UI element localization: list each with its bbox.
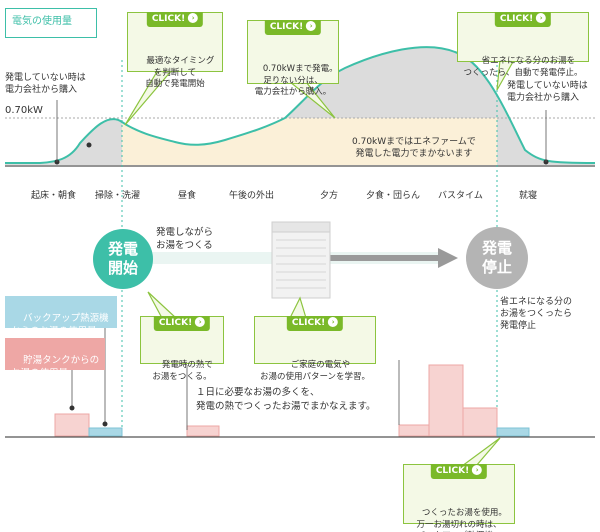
click-button-5[interactable]: CLICK!›: [286, 316, 344, 331]
tank-bar-lunch: [186, 425, 220, 437]
callout-heat-water[interactable]: CLICK!› 発電時の熱で お湯をつくる。: [140, 316, 224, 382]
arrow-icon: ›: [195, 317, 206, 327]
tank-bar-bath: [428, 364, 464, 437]
legend-backup-heater: バックアップ熱源機 からのお湯の使用量: [5, 296, 117, 337]
timeline-bath: バスタイム: [438, 191, 483, 201]
callout-learn-pattern[interactable]: CLICK!› ご家庭の電気や お湯の使用パターンを学習。: [254, 316, 376, 382]
callout-generate-070-text: 0.70kWまで発電。 足りない分は、 電力会社から購入。: [254, 64, 338, 97]
fuel-cell-unit: [271, 221, 331, 299]
timeline-cleaning: 掃除・洗濯: [95, 191, 141, 201]
legend-tank-dot: [69, 405, 75, 411]
callout-tail-6: [460, 437, 501, 467]
click-button-4[interactable]: CLICK!›: [153, 316, 211, 331]
callout-generate-070[interactable]: CLICK!› 0.70kWまで発電。 足りない分は、 電力会社から購入。: [247, 20, 339, 97]
arrow-icon: ›: [306, 21, 317, 31]
timeline-dinner: 夕食・団らん: [366, 191, 421, 201]
backup-bar-morning: [88, 427, 123, 437]
tank-bar-late: [462, 407, 498, 437]
callout-auto-stop[interactable]: CLICK!› 省エネになる分のお湯を つくったら、自動で発電停止。: [457, 12, 589, 78]
legend-backup-heater-label: バックアップ熱源機 からのお湯の使用量: [11, 313, 109, 337]
timeline-lunch: 昼食: [178, 191, 197, 201]
callout-tail-5: [289, 296, 307, 319]
backup-bar-night: [496, 427, 530, 437]
generation-start-label: 発電 開始: [107, 240, 138, 277]
tank-bar-evening: [398, 424, 430, 437]
threshold-label: 0.70kW: [5, 105, 43, 116]
daily-water-note: １日に必要なお湯の多くを、 発電の熱でつくったお湯でまかなえます。: [196, 387, 376, 412]
generation-stop-circle: 発電 停止: [466, 227, 528, 289]
timeline-afternoon-out: 午後の外出: [229, 191, 275, 201]
callout-use-water-text: つくったお湯を使用。 万一お湯切れの時は、 バックアップ熱源機。: [416, 508, 507, 532]
click-button-6[interactable]: CLICK!›: [430, 464, 488, 479]
right-purchase-note: 発電していない時は 電力会社から購入: [507, 81, 588, 103]
marker-start: [86, 142, 92, 148]
callout-learn-pattern-text: ご家庭の電気や お湯の使用パターンを学習。: [259, 360, 371, 382]
timeline-evening: 夕方: [320, 191, 339, 201]
arrow-icon: ›: [536, 13, 547, 23]
generation-stop-label: 発電 停止: [481, 239, 512, 276]
legend-backup-dot: [102, 421, 108, 427]
legend-tank-water-label: 貯湯タンクからの お湯の使用量: [11, 355, 100, 379]
stop-description: 省エネになる分の お湯をつくったら 発電停止: [500, 297, 573, 331]
generation-start-circle: 発電 開始: [93, 229, 153, 289]
click-button-1[interactable]: CLICK!›: [146, 12, 204, 27]
flow-arrowhead: [438, 248, 458, 268]
usage-curve: [5, 46, 596, 164]
arrow-icon: ›: [472, 465, 483, 475]
callout-auto-start-text: 最適なタイミング を判断して 自動で発電開始: [145, 56, 215, 89]
click-button-2[interactable]: CLICK!›: [264, 20, 322, 35]
callout-use-water[interactable]: CLICK!› つくったお湯を使用。 万一お湯切れの時は、 バックアップ熱源機。: [403, 464, 515, 532]
timeline-morning: 起床・朝食: [31, 191, 77, 201]
arrow-icon: ›: [188, 13, 199, 23]
generated-power-note: 0.70kWまではエネファームで 発電した電力でまかないます: [352, 137, 476, 159]
callout-auto-start[interactable]: CLICK!› 最適なタイミング を判断して 自動で発電開始: [127, 12, 223, 89]
generated-power-area: [122, 118, 497, 165]
arrow-icon: ›: [328, 317, 339, 327]
start-description: 発電しながら お湯をつくる: [156, 227, 214, 251]
electricity-usage-tag: 電気の使用量: [5, 8, 97, 38]
electricity-usage-title: 電気の使用量: [12, 16, 72, 27]
tank-bar-morning: [54, 413, 90, 437]
callout-auto-stop-text: 省エネになる分のお湯を つくったら、自動で発電停止。: [463, 56, 583, 78]
click-button-3[interactable]: CLICK!›: [494, 12, 552, 27]
callout-heat-water-text: 発電時の熱で お湯をつくる。: [152, 360, 213, 382]
left-purchase-note: 発電していない時は 電力会社から購入: [5, 73, 86, 95]
timeline-sleep: 就寝: [519, 191, 538, 201]
callout-tail-4: [147, 291, 178, 319]
legend-tank-water: 貯湯タンクからの お湯の使用量: [5, 338, 105, 379]
